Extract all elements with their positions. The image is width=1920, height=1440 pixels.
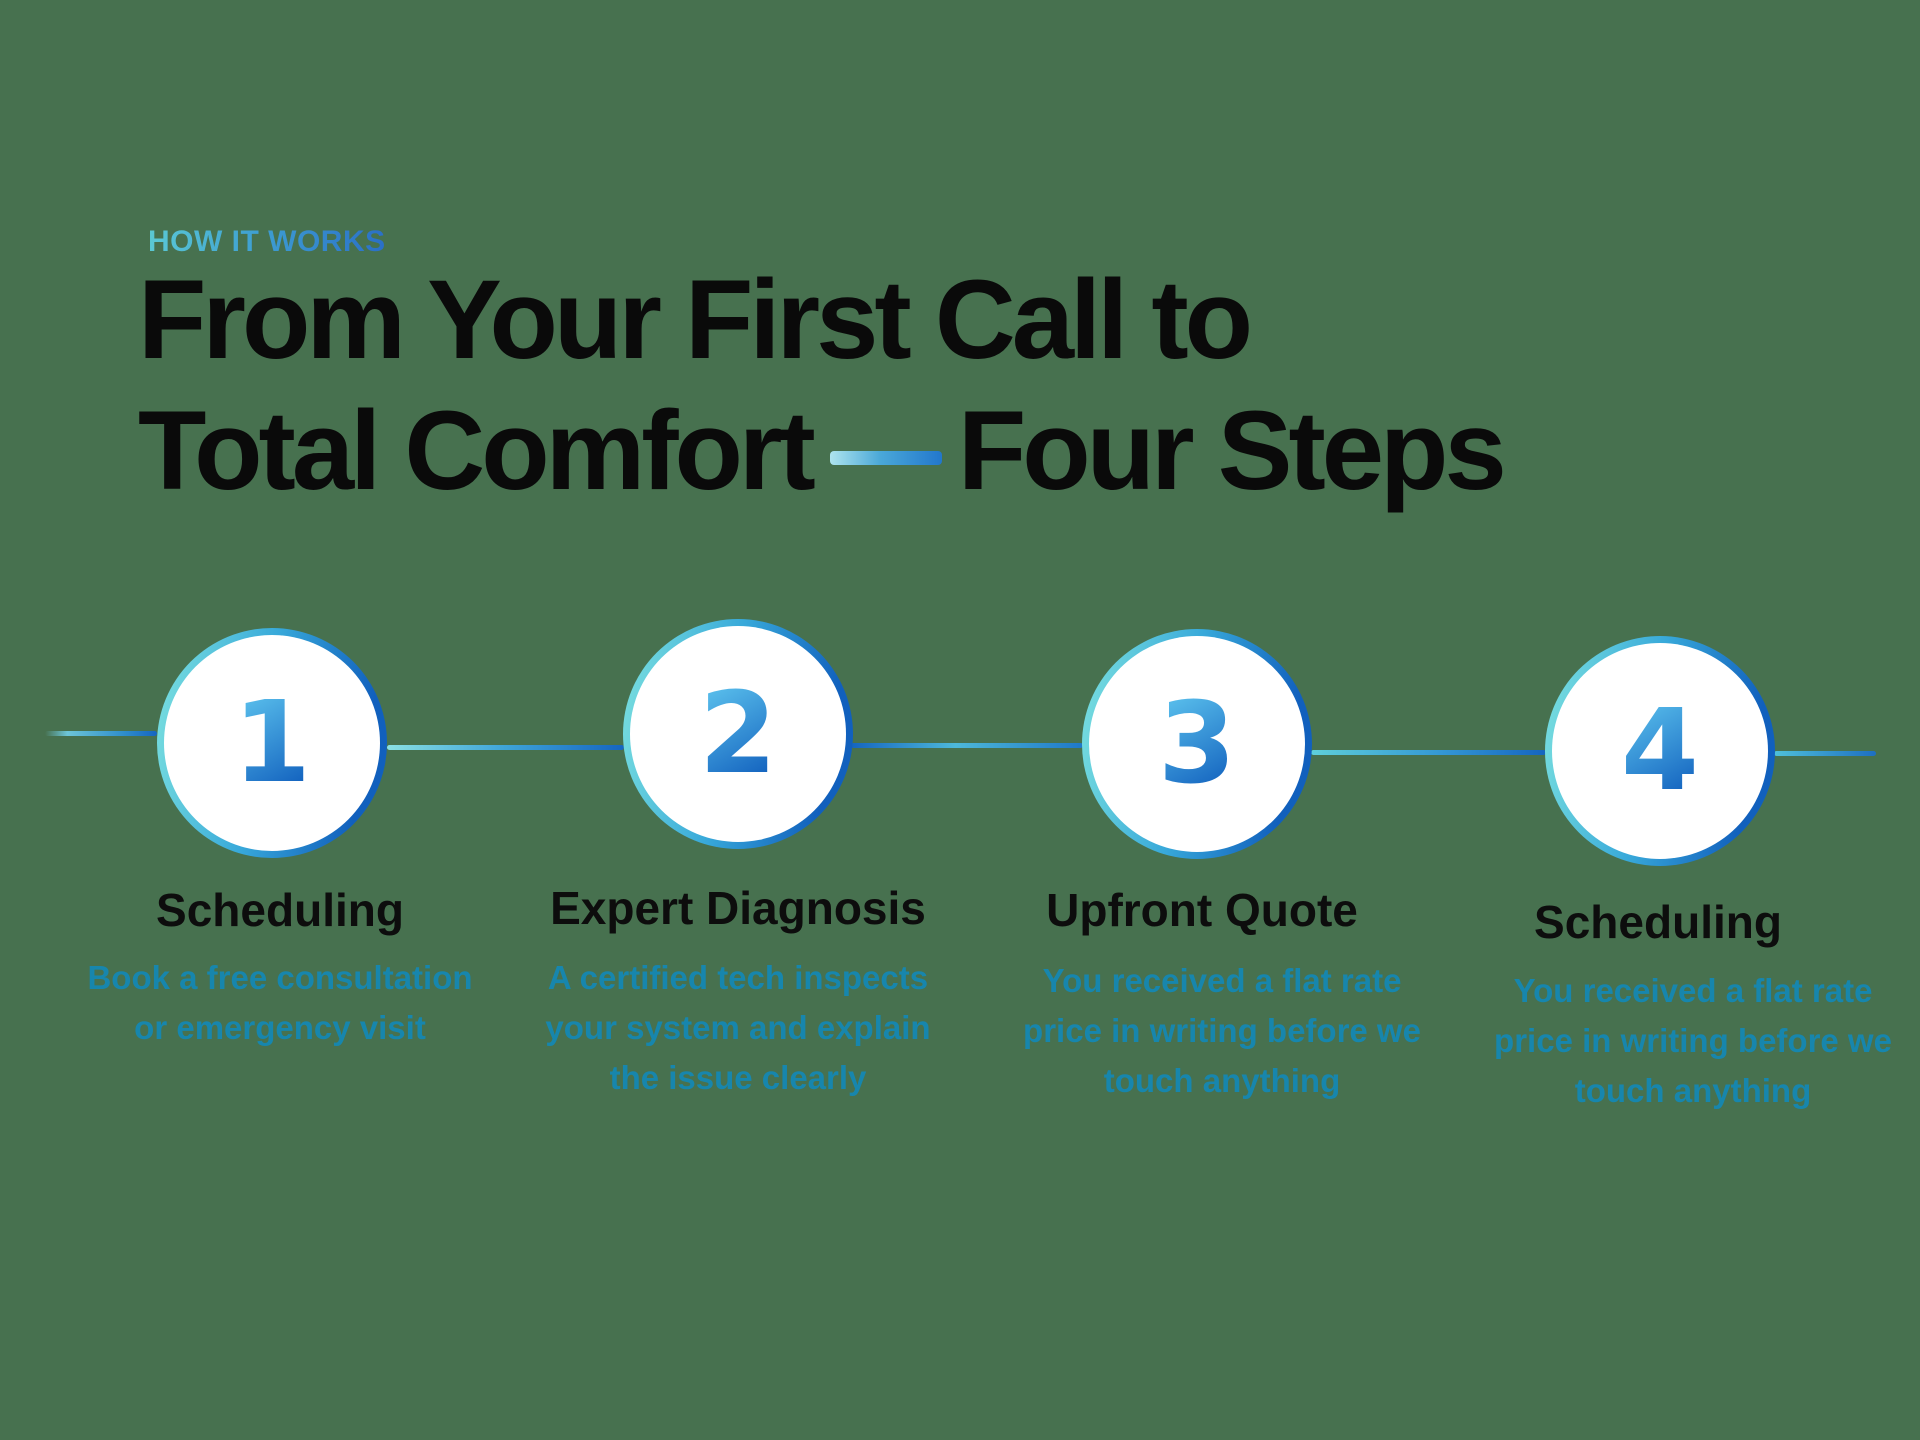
step-number-3: 3: [1158, 679, 1236, 809]
page-title: From Your First Call to Total Comfort Fo…: [138, 254, 1507, 516]
step-circle-4: 4: [1545, 636, 1775, 866]
step-circle-2: 2: [623, 619, 853, 849]
title-line-1: From Your First Call to: [138, 257, 1253, 382]
step-description-4: You received a flat rate price in writin…: [1494, 972, 1892, 1109]
step-title-3: Upfront Quote: [1046, 884, 1358, 936]
connector-line-end: [1774, 751, 1876, 756]
step-description-2: A certified tech inspects your system an…: [545, 959, 931, 1096]
connector-line-2-3: [851, 743, 1083, 748]
step-number-4: 4: [1621, 686, 1699, 816]
step-title-4: Scheduling: [1534, 896, 1782, 948]
eyebrow-label: HOW IT WORKS: [148, 225, 386, 258]
title-line-2-right: Four Steps: [957, 388, 1507, 513]
connector-line-start: [45, 731, 157, 736]
step-circle-1-fill: 1: [164, 635, 380, 851]
step-title-1: Scheduling: [156, 884, 404, 936]
step-circle-3: 3: [1082, 629, 1312, 859]
title-line-2: Total Comfort Four Steps: [138, 385, 1507, 516]
step-description-3: You received a flat rate price in writin…: [1023, 962, 1421, 1099]
connector-line-1-2: [387, 745, 624, 750]
step-circle-1: 1: [157, 628, 387, 858]
step-circle-3-fill: 3: [1089, 636, 1305, 852]
step-number-2: 2: [699, 669, 777, 799]
step-number-1: 1: [233, 678, 311, 808]
step-title-2: Expert Diagnosis: [550, 882, 926, 934]
connector-line-3-4: [1311, 750, 1546, 755]
title-line-2-left: Total Comfort: [138, 388, 816, 513]
step-circle-2-fill: 2: [630, 626, 846, 842]
step-description-1: Book a free consultation or emergency vi…: [87, 959, 473, 1046]
gradient-dash-icon: [829, 450, 942, 465]
step-circle-4-fill: 4: [1552, 643, 1768, 859]
